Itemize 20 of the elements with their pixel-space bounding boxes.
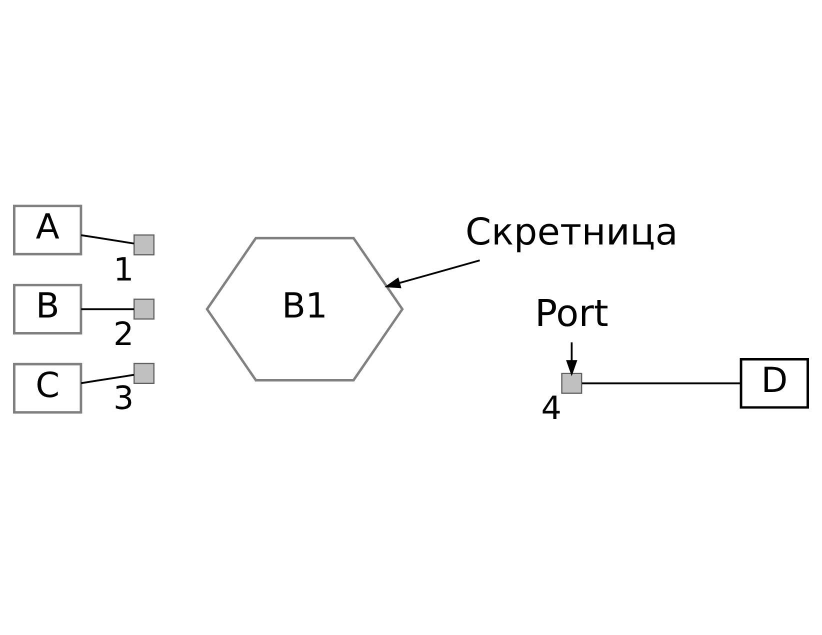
node-text: Port — [534, 292, 608, 335]
node-box — [134, 234, 155, 256]
node-box — [134, 362, 155, 384]
node-text: Скретница — [465, 210, 678, 254]
arrow — [566, 342, 578, 376]
connector — [81, 374, 134, 384]
node-box — [134, 298, 155, 320]
node-label: 2 — [113, 314, 134, 353]
node-box: C — [12, 362, 82, 414]
node-label: 3 — [113, 379, 134, 418]
connector — [582, 382, 741, 384]
node-label: 4 — [541, 388, 562, 427]
connector — [81, 308, 134, 310]
connector — [81, 234, 134, 244]
node-box — [561, 372, 582, 394]
node-label: 1 — [113, 250, 134, 288]
node-box: B — [12, 284, 82, 334]
arrow — [384, 260, 480, 288]
node-box: A — [12, 204, 82, 256]
node-box: D — [740, 358, 810, 409]
